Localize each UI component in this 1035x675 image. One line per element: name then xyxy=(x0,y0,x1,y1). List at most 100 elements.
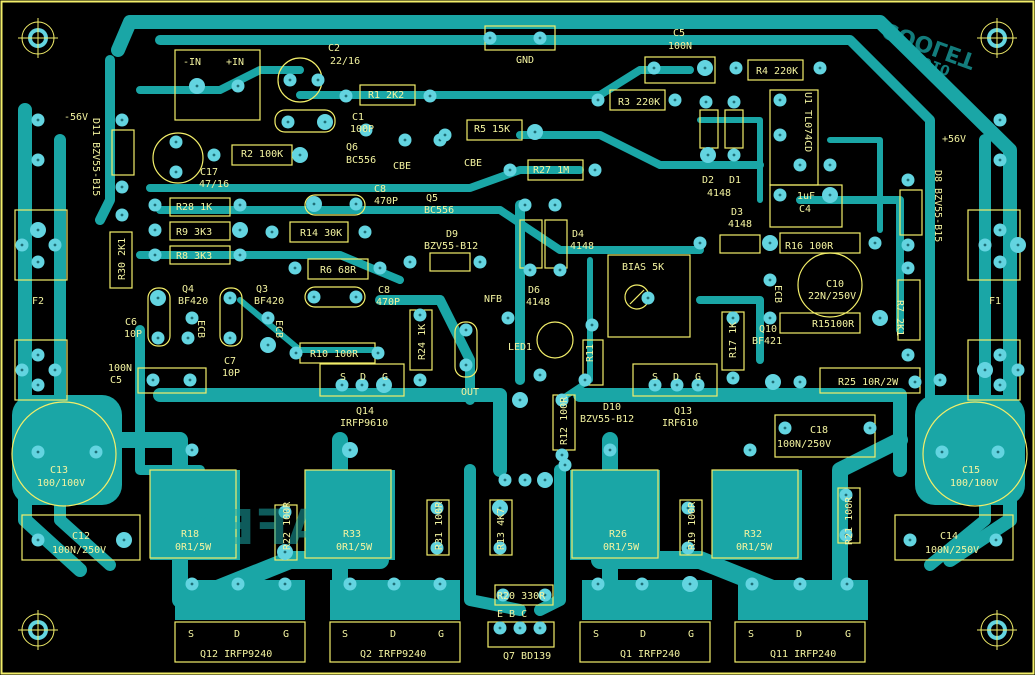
pad-hole xyxy=(844,493,848,497)
pad-hole xyxy=(590,323,594,327)
pad-hole xyxy=(873,241,877,245)
label-ecb3: ECB xyxy=(772,285,783,304)
pad-hole xyxy=(983,368,987,372)
pad-hole xyxy=(354,202,358,206)
label-r26-val: 0R1/5W xyxy=(603,542,640,553)
pad-hole xyxy=(266,343,270,347)
pad-hole xyxy=(906,353,910,357)
label-r19: R19 100R xyxy=(687,501,698,550)
pad-hole xyxy=(153,203,157,207)
pad-hole xyxy=(190,316,194,320)
label-c2-val: 22/16 xyxy=(330,56,361,67)
label-r14: R14 30K xyxy=(300,228,343,239)
label-q11-g: G xyxy=(845,629,852,640)
label-r7: R7 2K1 xyxy=(894,300,905,337)
label-d6-val: 4148 xyxy=(526,297,551,308)
label-r24: R24 1K xyxy=(417,323,428,360)
label-q14-g: G xyxy=(382,372,389,383)
label-q11: Q11 IRFP240 xyxy=(770,649,837,660)
label-c7-name: C7 xyxy=(224,356,237,367)
label-ecb1: ECB xyxy=(195,320,206,339)
pad-hole xyxy=(238,203,242,207)
pad-hole xyxy=(498,506,502,510)
pad-hole xyxy=(156,296,160,300)
pad-hole xyxy=(593,168,597,172)
label-cbe2: CBE xyxy=(464,158,483,169)
pad-hole xyxy=(748,448,752,452)
label-c5b-val: C5 xyxy=(110,375,123,386)
label-u1: U1 TL074CD xyxy=(802,92,813,153)
label-q14-val: IRFP9610 xyxy=(340,418,389,429)
pad-hole xyxy=(340,383,344,387)
pad-hole xyxy=(20,243,24,247)
pad-hole xyxy=(501,593,505,597)
label-c13-val: 100/100V xyxy=(37,478,86,489)
label-f1: F1 xyxy=(989,296,1002,307)
pad-hole xyxy=(195,84,199,88)
pad-hole xyxy=(675,383,679,387)
pad-hole xyxy=(348,448,352,452)
pad-hole xyxy=(122,538,126,542)
label-q4-name: Q4 xyxy=(182,284,195,295)
pad-hole xyxy=(778,193,782,197)
pad-hole xyxy=(293,266,297,270)
pad-hole xyxy=(560,398,564,402)
pad-hole xyxy=(523,203,527,207)
pad-hole xyxy=(153,253,157,257)
label-d8: D8 BZV55-B15 xyxy=(932,170,943,243)
pad-hole xyxy=(312,295,316,299)
label-r28: R28 1K xyxy=(176,202,213,213)
label-r12: R12 100R xyxy=(559,396,570,445)
label-c2-name: C2 xyxy=(328,43,341,54)
pad-hole xyxy=(312,202,316,206)
pad-hole xyxy=(364,128,368,132)
pad-hole xyxy=(283,510,287,514)
pad-hole xyxy=(768,278,772,282)
label-q2-g: G xyxy=(438,629,445,640)
label-bias: BIAS 5K xyxy=(622,262,665,273)
label-d4-name: D4 xyxy=(572,229,585,240)
pad-hole xyxy=(156,336,160,340)
label-ecb2: ECB xyxy=(273,320,284,339)
pad-hole xyxy=(1016,368,1020,372)
pad-hole xyxy=(844,533,848,537)
pad-hole xyxy=(236,84,240,88)
pad-hole xyxy=(518,398,522,402)
pad-hole xyxy=(798,380,802,384)
pad-hole xyxy=(120,213,124,217)
pad-hole xyxy=(188,378,192,382)
pad-hole xyxy=(538,373,542,377)
label-c8a-name: C8 xyxy=(374,184,387,195)
pad-hole xyxy=(560,453,564,457)
label-r1: R1 2K2 xyxy=(368,90,405,101)
label-q12-d: D xyxy=(234,629,241,640)
pad-hole xyxy=(686,546,690,550)
label-r10: R10 100R xyxy=(310,349,359,360)
pad-hole xyxy=(20,368,24,372)
pad-hole xyxy=(608,448,612,452)
pad-hole xyxy=(408,260,412,264)
pad-hole xyxy=(732,153,736,157)
pad-hole xyxy=(270,230,274,234)
label-r5: R5 15K xyxy=(474,124,511,135)
pad-hole xyxy=(418,378,422,382)
label-q12-s: S xyxy=(188,629,195,640)
pad-hole xyxy=(348,582,352,586)
pad-hole xyxy=(818,66,822,70)
pad-hole xyxy=(940,450,944,454)
label-d1-name: D1 xyxy=(729,175,742,186)
label-cbe1: CBE xyxy=(393,161,412,172)
label-r25: R25 10R/2W xyxy=(838,377,899,388)
pad-hole xyxy=(94,450,98,454)
pad-hole xyxy=(36,353,40,357)
pad-hole xyxy=(998,228,1002,232)
label-in-minus: -IN xyxy=(183,57,202,68)
label-d11: D11 BZV55-B15 xyxy=(90,118,101,197)
pad-hole xyxy=(653,383,657,387)
label-q11-s: S xyxy=(748,629,755,640)
pad-hole xyxy=(878,316,882,320)
label-r16: R16 100R xyxy=(785,241,834,252)
label-q13-d: D xyxy=(673,372,680,383)
label-q3-name: Q3 xyxy=(256,284,269,295)
